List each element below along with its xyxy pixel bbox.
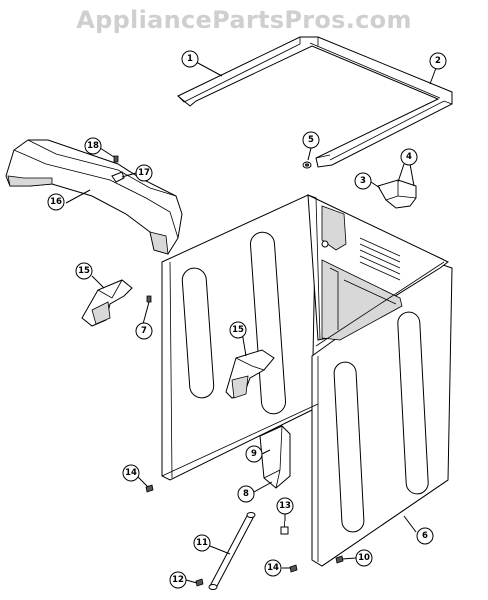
callout-11[interactable]: 11 xyxy=(193,534,211,552)
vent-slots xyxy=(359,237,401,281)
rod-part-11[interactable] xyxy=(208,512,256,590)
site-watermark: AppliancePartsPros.com xyxy=(76,6,412,34)
console-part-16[interactable] xyxy=(5,139,183,255)
svg-text:13: 13 xyxy=(279,501,291,511)
clip-part-17[interactable] xyxy=(111,171,125,183)
callout-12[interactable]: 12 xyxy=(169,571,187,589)
svg-text:2: 2 xyxy=(435,56,441,66)
grommet-part-5[interactable] xyxy=(302,161,312,169)
svg-text:15: 15 xyxy=(78,266,90,276)
bolt-part-13[interactable] xyxy=(280,521,289,535)
screw-part-18[interactable] xyxy=(113,155,119,163)
svg-text:15: 15 xyxy=(232,325,244,335)
callout-10[interactable]: 10 xyxy=(355,549,373,567)
svg-text:14: 14 xyxy=(125,468,137,478)
screw-part-14-bottom[interactable] xyxy=(289,564,298,573)
svg-text:4: 4 xyxy=(406,152,412,162)
svg-text:8: 8 xyxy=(243,489,249,499)
svg-text:7: 7 xyxy=(141,326,147,336)
screw-part-7[interactable] xyxy=(146,295,152,303)
svg-text:3: 3 xyxy=(360,176,366,186)
svg-text:5: 5 xyxy=(308,135,314,145)
svg-text:17: 17 xyxy=(138,168,150,178)
callout-6[interactable]: 6 xyxy=(416,527,434,545)
screw-part-12[interactable] xyxy=(195,578,204,587)
cabinet-part-6[interactable] xyxy=(161,194,453,567)
svg-text:1: 1 xyxy=(187,54,193,64)
svg-text:6: 6 xyxy=(422,531,428,541)
callout-9[interactable]: 9 xyxy=(245,445,263,463)
svg-text:12: 12 xyxy=(172,575,184,585)
svg-text:18: 18 xyxy=(87,141,99,151)
svg-text:14: 14 xyxy=(267,563,279,573)
callout-1[interactable]: 1 xyxy=(181,50,199,68)
callout-17[interactable]: 17 xyxy=(135,164,153,182)
callout-8[interactable]: 8 xyxy=(237,485,255,503)
callout-18[interactable]: 18 xyxy=(84,137,102,155)
callout-5[interactable]: 5 xyxy=(302,131,320,149)
svg-text:16: 16 xyxy=(50,197,62,207)
screw-part-10[interactable] xyxy=(335,555,344,564)
callout-14-bottom[interactable]: 14 xyxy=(264,559,282,577)
svg-text:11: 11 xyxy=(196,538,208,548)
callout-16[interactable]: 16 xyxy=(47,193,65,211)
callout-14-left[interactable]: 14 xyxy=(122,464,140,482)
callout-7[interactable]: 7 xyxy=(135,322,153,340)
callout-15-center[interactable]: 15 xyxy=(229,321,247,339)
duct-part-9[interactable] xyxy=(259,425,291,489)
top-frame-part[interactable] xyxy=(177,36,453,168)
callout-15-left[interactable]: 15 xyxy=(75,262,93,280)
svg-text:9: 9 xyxy=(251,449,257,459)
bracket-part-15-center[interactable] xyxy=(225,349,275,399)
callout-13[interactable]: 13 xyxy=(276,497,294,515)
callout-4[interactable]: 4 xyxy=(400,148,418,166)
bracket-part-3[interactable] xyxy=(377,179,417,209)
callout-3[interactable]: 3 xyxy=(354,172,372,190)
bracket-part-15-left[interactable] xyxy=(81,279,133,327)
svg-text:10: 10 xyxy=(358,553,370,563)
callout-2[interactable]: 2 xyxy=(429,52,447,70)
